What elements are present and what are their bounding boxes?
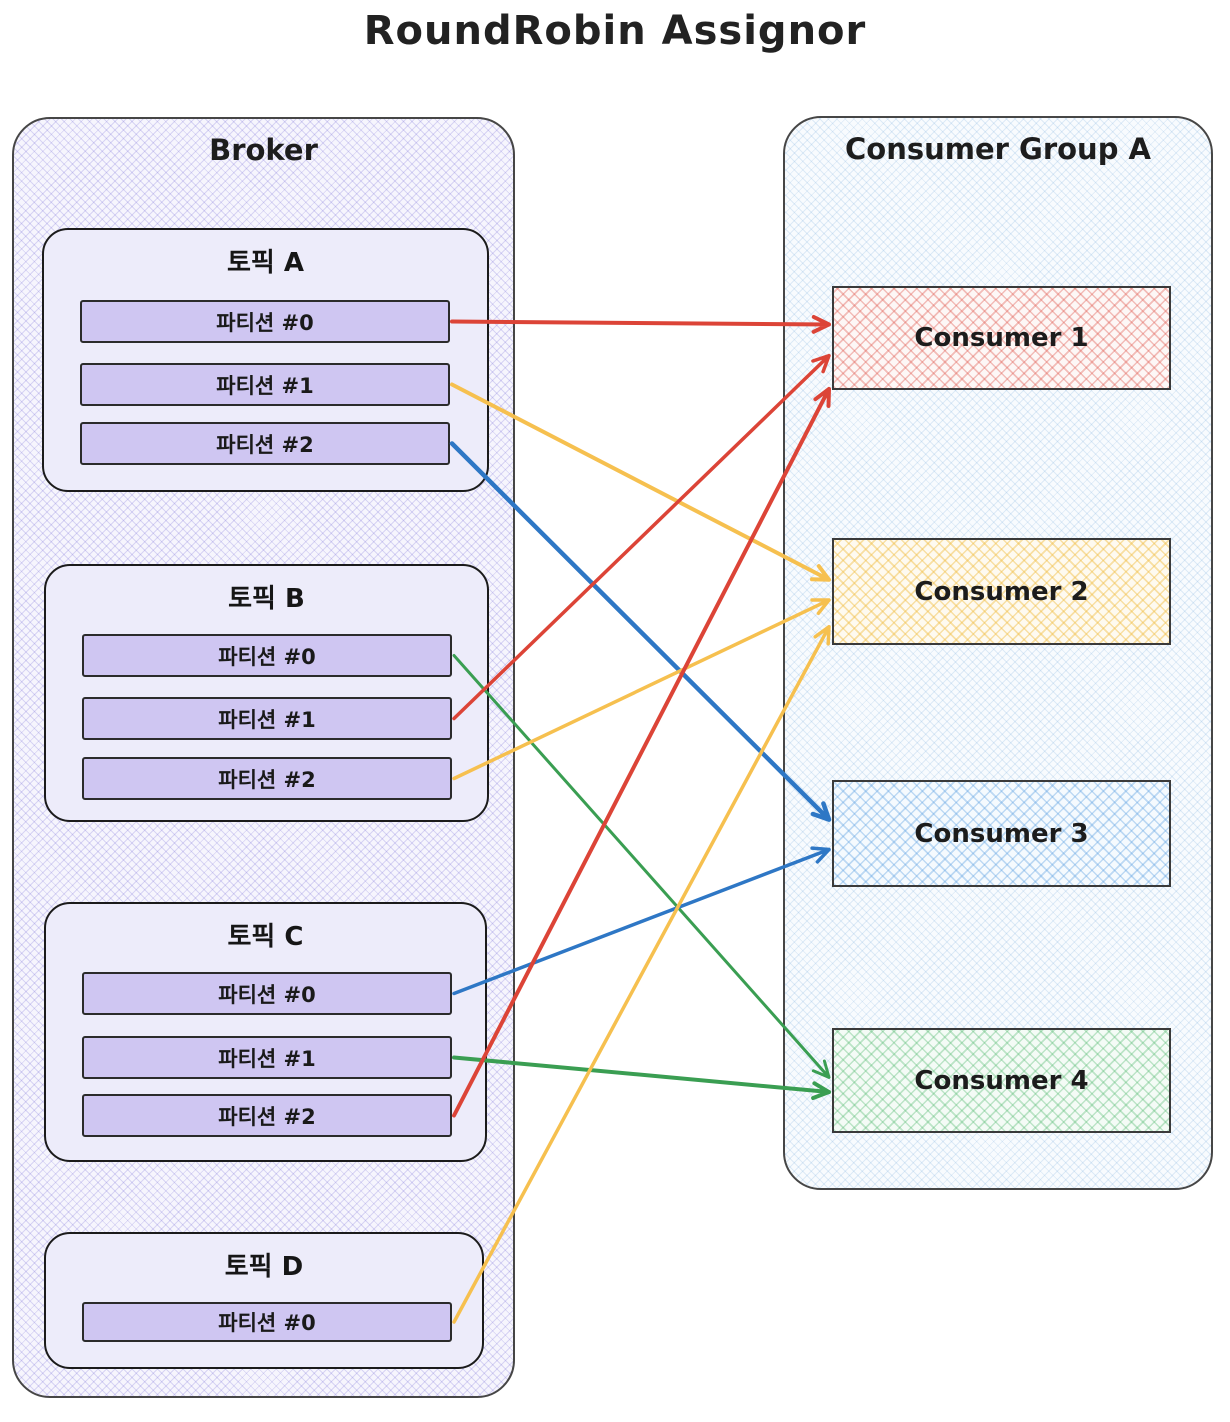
partition-a2-label: 파티션 #2: [216, 432, 314, 457]
partition-a2: 파티션 #2: [80, 422, 450, 465]
consumer-2-label: Consumer 2: [914, 576, 1089, 607]
partition-b2-label: 파티션 #2: [218, 767, 316, 792]
topic-box-d: 토픽 D 파티션 #0: [44, 1232, 484, 1369]
partition-c2-label: 파티션 #2: [218, 1104, 316, 1129]
topic-box-b: 토픽 B 파티션 #0 파티션 #1 파티션 #2: [44, 564, 489, 822]
topic-b-label: 토픽 B: [228, 584, 305, 614]
partition-d0: 파티션 #0: [82, 1302, 452, 1342]
consumer-box-4: Consumer 4: [832, 1028, 1171, 1133]
topic-box-a: 토픽 A 파티션 #0 파티션 #1 파티션 #2: [42, 228, 489, 492]
partition-b1: 파티션 #1: [82, 697, 452, 740]
partition-c1-label: 파티션 #1: [218, 1046, 316, 1071]
topic-c-label: 토픽 C: [227, 922, 304, 952]
consumer-group-box: Consumer Group A Consumer 1 Consumer 2 C…: [783, 116, 1213, 1190]
partition-d0-label: 파티션 #0: [218, 1311, 316, 1335]
topic-box-c: 토픽 C 파티션 #0 파티션 #1 파티션 #2: [44, 902, 487, 1162]
partition-c2: 파티션 #2: [82, 1094, 452, 1137]
consumer-1-label: Consumer 1: [914, 323, 1089, 353]
partition-c1: 파티션 #1: [82, 1036, 452, 1079]
partition-b0: 파티션 #0: [82, 634, 452, 677]
partition-c0-label: 파티션 #0: [218, 982, 316, 1007]
consumer-4-label: Consumer 4: [914, 1065, 1089, 1096]
consumer-group-label: Consumer Group A: [844, 132, 1151, 166]
topic-a-label: 토픽 A: [226, 248, 304, 278]
partition-b1-label: 파티션 #1: [218, 707, 316, 732]
topic-d-label: 토픽 D: [224, 1252, 304, 1282]
partition-a0: 파티션 #0: [80, 300, 450, 343]
consumer-box-1: Consumer 1: [832, 286, 1171, 390]
partition-b2: 파티션 #2: [82, 757, 452, 800]
broker-box: Broker 토픽 A 파티션 #0 파티션 #1 파티션 #2 토픽 B 파티…: [12, 117, 515, 1398]
partition-c0: 파티션 #0: [82, 972, 452, 1015]
partition-a1-label: 파티션 #1: [216, 373, 314, 398]
consumer-3-label: Consumer 3: [914, 818, 1089, 849]
partition-a1: 파티션 #1: [80, 363, 450, 406]
partition-a0-label: 파티션 #0: [216, 310, 314, 335]
diagram-title: RoundRobin Assignor: [363, 8, 867, 54]
broker-label: Broker: [209, 133, 318, 167]
partition-b0-label: 파티션 #0: [218, 644, 316, 669]
consumer-box-3: Consumer 3: [832, 780, 1171, 887]
consumer-box-2: Consumer 2: [832, 538, 1171, 645]
